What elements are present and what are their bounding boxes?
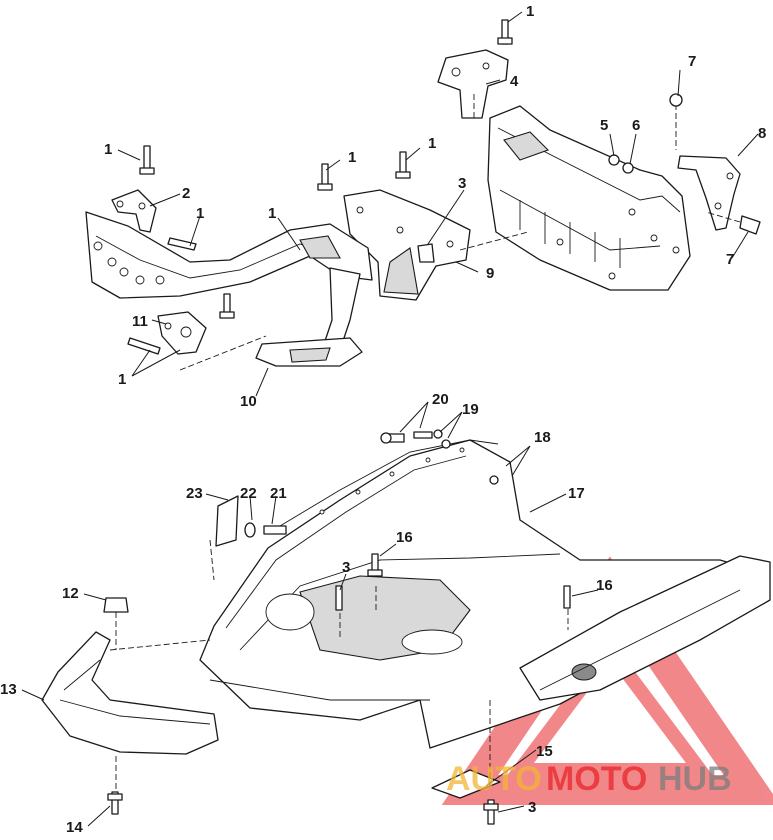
callout-21: 21 bbox=[270, 485, 287, 502]
callout-3: 3 bbox=[528, 799, 536, 816]
callout-19: 19 bbox=[462, 401, 479, 418]
part-8-bracket bbox=[677, 155, 741, 231]
part-9-plate bbox=[343, 189, 471, 301]
part-4-bracket bbox=[437, 49, 509, 119]
callout-20: 20 bbox=[432, 391, 449, 408]
callout-1: 1 bbox=[118, 371, 126, 388]
callout-7: 7 bbox=[726, 251, 734, 268]
watermark-text: AUTO MOTO HUB bbox=[446, 760, 732, 798]
part-15-plate bbox=[431, 769, 501, 799]
callout-9: 9 bbox=[486, 265, 494, 282]
callout-22: 22 bbox=[240, 485, 257, 502]
callout-10: 10 bbox=[240, 393, 257, 410]
watermark-brand-moto: MOTO bbox=[546, 760, 647, 798]
bolt-group-upper bbox=[127, 19, 761, 355]
leader-lines bbox=[21, 11, 759, 827]
callout-1: 1 bbox=[428, 135, 436, 152]
callout-18: 18 bbox=[534, 429, 551, 446]
part-23-plate bbox=[215, 495, 239, 547]
part-11-bracket bbox=[157, 311, 207, 355]
callout-1: 1 bbox=[526, 3, 534, 20]
assembly-lines-lower bbox=[109, 539, 569, 790]
callout-1: 1 bbox=[196, 205, 204, 222]
bolt-group-lower bbox=[103, 429, 571, 825]
callout-16: 16 bbox=[596, 577, 613, 594]
callout-5: 5 bbox=[600, 117, 608, 134]
callout-1: 1 bbox=[268, 205, 276, 222]
side-panel bbox=[519, 555, 771, 701]
callout-11: 11 bbox=[132, 313, 148, 330]
callout-13: 13 bbox=[0, 681, 17, 698]
part-13-bumper bbox=[41, 631, 219, 755]
part-17-trim bbox=[269, 439, 499, 533]
callout-17: 17 bbox=[568, 485, 585, 502]
watermark-brand-hub: HUB bbox=[658, 760, 732, 798]
callout-1: 1 bbox=[104, 141, 112, 158]
callout-16: 16 bbox=[396, 529, 413, 546]
callout-3: 3 bbox=[342, 559, 350, 576]
callout-15: 15 bbox=[536, 743, 553, 760]
part-10-plate bbox=[255, 337, 363, 367]
watermark-brand-auto: AUTO bbox=[446, 760, 542, 798]
callout-6: 6 bbox=[632, 117, 640, 134]
callout-1: 1 bbox=[348, 149, 356, 166]
steering-frame bbox=[85, 211, 373, 299]
callout-7: 7 bbox=[688, 53, 696, 70]
callout-8: 8 bbox=[758, 125, 766, 142]
bulkhead-frame bbox=[487, 105, 691, 291]
callout-14: 14 bbox=[66, 819, 83, 836]
callout-12: 12 bbox=[62, 585, 79, 602]
part-2-bracket bbox=[111, 189, 157, 233]
support-strut bbox=[321, 267, 361, 351]
callout-3: 3 bbox=[458, 175, 466, 192]
callout-4: 4 bbox=[510, 73, 519, 90]
assembly-lines-upper bbox=[179, 94, 741, 371]
callout-23: 23 bbox=[186, 485, 203, 502]
callout-labels: 1 4 7 5 6 8 7 3 9 1 1 1 2 1 1 11 1 10 20… bbox=[0, 3, 766, 836]
callout-2: 2 bbox=[182, 185, 190, 202]
